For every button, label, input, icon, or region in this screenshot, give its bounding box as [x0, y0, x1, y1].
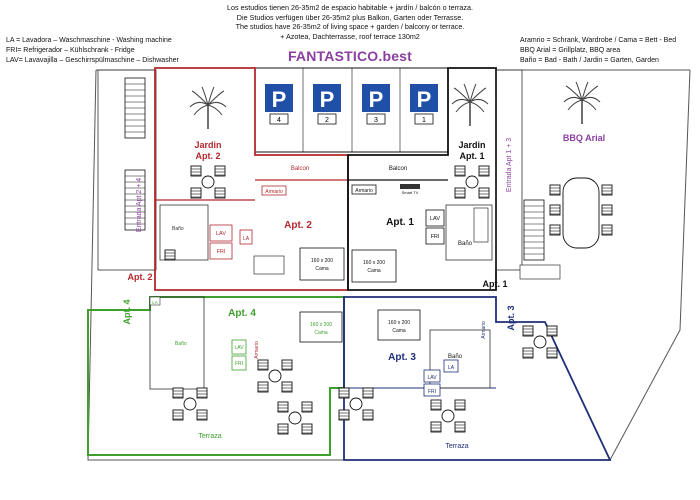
apt-1-jardin-label: Jardin	[458, 140, 485, 150]
parking-space-2: P 2	[313, 84, 341, 125]
entrance-corridor-right: Entrada Apt 1 + 3	[495, 69, 545, 271]
apt-1-smart-tv-label: Smart TV	[402, 190, 419, 195]
apt-1-main-label: Apt. 1	[386, 217, 414, 228]
apt-2-armario-label: Armario	[265, 189, 283, 195]
apt-2-bed-size-label: 160 x 200	[311, 258, 333, 264]
parking-number: 4	[277, 117, 281, 124]
apartment-1: Balcon Jardin Apt. 1 Armario Smart TV Ap…	[347, 67, 508, 291]
apartment-3: Apt. 3 Armario 160 x 200 Cama Apt. 3 Bañ…	[339, 296, 612, 461]
apt-3-bed-size-label: 160 x 200	[388, 320, 410, 326]
apt-3-bano-label: Baño	[448, 354, 463, 360]
svg-text:P: P	[417, 87, 432, 112]
bbq-area: BBQ Arial	[519, 81, 613, 280]
legend-rooms: Aramrio = Schrank, Wardrobe / Cama = Bet…	[520, 36, 676, 67]
apt-4-lav-label: LAV	[234, 345, 244, 351]
apt-2-bano-label: Baño	[172, 226, 184, 232]
apt-4-bed-size-label: 160 x 200	[310, 322, 332, 328]
parking-space-4: P 4	[265, 84, 293, 125]
apt-4-main-label: Apt. 4	[228, 308, 256, 319]
apt-2-lav-label: LAV	[216, 231, 226, 237]
svg-text:P: P	[320, 87, 335, 112]
legend-item: Baño = Bad - Bath / Jardin = Garten, Gar…	[520, 57, 659, 65]
parking-area: P 4 P 2 P 3 P 1	[254, 67, 449, 153]
apt-1-armario-label: Armario	[355, 188, 373, 194]
apt-1-fri-label: FRI	[431, 234, 440, 240]
apt-2-main-label: Apt. 2	[284, 220, 312, 231]
description-block: Los estudios tienen 26-35m2 de espacio h…	[200, 3, 500, 41]
apt-4-side-label: Apt. 4	[122, 299, 132, 324]
apt-3-terraza-label: Terraza	[445, 443, 468, 450]
apt-1-bed-size-label: 160 x 200	[363, 260, 385, 266]
apt-2-corner-label: Apt. 2	[127, 272, 152, 282]
apt-1-bano-label: Baño	[458, 241, 473, 247]
apt-2-la-label: LA	[243, 236, 250, 242]
legend-item: Aramrio = Schrank, Wardrobe / Cama = Bet…	[520, 37, 677, 44]
apt-4-fri-label: FRI	[235, 361, 243, 367]
entrance-apt-1-3-label: Entrada Apt 1 + 3	[506, 138, 513, 192]
entrance-apt-2-4-label: Entrada Apt 2 + 4	[136, 178, 143, 232]
apt-2-fri-label: FRI	[217, 249, 226, 255]
legend-item: BBQ Arial = Grillplatz, BBQ area	[520, 47, 621, 55]
apt-1-garden-label: Apt. 1	[459, 151, 484, 161]
apt-3-la-label: LA	[448, 365, 455, 371]
parking-space-1: P 1	[410, 84, 438, 125]
entrance-corridor-left: Entrada Apt 2 + 4	[97, 69, 157, 271]
apt-1-bed-label: Cama	[367, 268, 381, 274]
apt-1-corner-label: Apt. 1	[482, 279, 507, 289]
description-line: + Azotea, Dachterrasse, roof terrace 130…	[280, 31, 420, 41]
apt-1-balcon-label: Balcon	[389, 166, 407, 172]
apt-3-side-label: Apt. 3	[506, 305, 516, 330]
legend-item: LA = Lavadora – Waschmaschine - Washing …	[6, 37, 172, 44]
apt-4-terraza-label: Terraza	[198, 433, 221, 440]
apt-4-armario-label: Armario	[254, 341, 260, 359]
apt-4-la-label: LA	[152, 300, 158, 305]
apt-2-bed-label: Cama	[315, 266, 329, 272]
parking-number: 2	[325, 117, 329, 124]
apt-4-bano-label: Baño	[175, 341, 187, 347]
parking-number: 1	[422, 117, 426, 124]
apt-2-garden-label: Apt. 2	[195, 151, 220, 161]
svg-text:P: P	[272, 87, 287, 112]
legend-item: LAV= Lavavajilla – Geschirrspülmaschine …	[6, 57, 179, 65]
apt-1-lav-label: LAV	[430, 216, 440, 222]
description-line: The studios have 26-35m2 of living space…	[235, 22, 465, 32]
description-line: Los estudios tienen 26-35m2 de espacio h…	[227, 3, 473, 12]
header: Los estudios tienen 26-35m2 de espacio h…	[0, 0, 700, 80]
bbq-label: BBQ Arial	[563, 133, 605, 143]
parking-space-3: P 3	[362, 84, 390, 125]
apt-2-jardin-label: Jardin	[194, 140, 221, 150]
brand-title: FANTASTICO.best	[287, 48, 413, 64]
apt-3-lav-label: LAV	[427, 375, 437, 381]
apt-2-balcon-label: Balcon	[291, 166, 309, 172]
apt-3-bed-label: Cama	[392, 328, 406, 334]
parking-number: 3	[374, 117, 378, 124]
apt-3-main-label: Apt. 3	[388, 352, 416, 363]
legend-item: FRI= Refrigerador – Kühlschrank - Fridge	[6, 47, 135, 55]
legend-appliances: LA = Lavadora – Waschmaschine - Washing …	[6, 36, 179, 67]
apartment-4: Apt. 4 Baño LA Apt. 4 LAV FRI Armario 16…	[87, 296, 345, 456]
svg-text:P: P	[369, 87, 384, 112]
description-line: Die Studios verfügen über 26-35m2 plus B…	[236, 12, 464, 22]
apt-3-fri-label: FRI	[428, 389, 436, 395]
apt-4-bed-label: Cama	[314, 330, 328, 336]
